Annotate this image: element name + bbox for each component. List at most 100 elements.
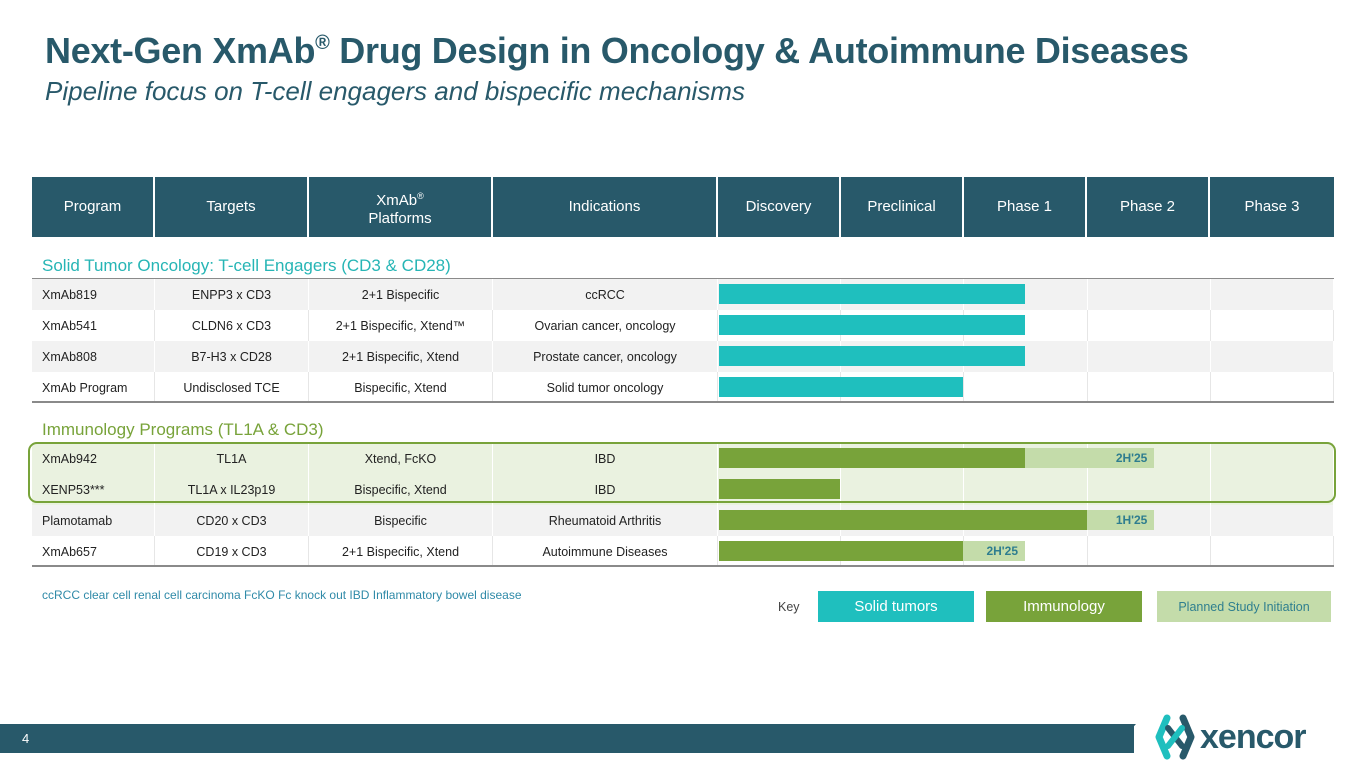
cell-platform: 2+1 Bispecific, Xtend (309, 536, 493, 567)
header-program: Program (32, 177, 155, 237)
stage-cell (841, 372, 965, 403)
cell-targets: CD19 x CD3 (155, 536, 309, 567)
header-targets: Targets (155, 177, 309, 237)
logo-text: xencor (1200, 717, 1306, 756)
cell-program: XmAb Program (32, 372, 155, 403)
cell-program: XmAb819 (32, 279, 155, 310)
cell-platform: 2+1 Bispecific (309, 279, 493, 310)
cell-targets: Undisclosed TCE (155, 372, 309, 403)
footer-bar (0, 724, 1134, 753)
header-platforms: XmAb®Platforms (309, 177, 493, 237)
stage-cell (1088, 474, 1211, 505)
cell-indication: ccRCC (493, 279, 718, 310)
key-immunology: Immunology (986, 591, 1142, 622)
stage-cell (1211, 372, 1334, 403)
xencor-x-icon (1155, 714, 1195, 760)
stage-cell (1088, 443, 1211, 474)
progress-bar (719, 377, 964, 397)
stage-cell (964, 279, 1088, 310)
stage-cell (841, 474, 965, 505)
stage-cell (964, 536, 1088, 567)
cell-indication: Solid tumor oncology (493, 372, 718, 403)
cell-program: XmAb657 (32, 536, 155, 567)
stage-cell (1088, 279, 1211, 310)
section-immunology-label: Immunology Programs (TL1A & CD3) (42, 420, 324, 439)
page-title: Next-Gen XmAb® Drug Design in Oncology &… (45, 30, 1189, 71)
page-subtitle: Pipeline focus on T-cell engagers and bi… (45, 76, 745, 106)
key-planned-study: Planned Study Initiation (1157, 591, 1331, 622)
header-phase3: Phase 3 (1244, 198, 1300, 215)
header-phase2: Phase 2 (1087, 177, 1210, 237)
cell-targets: TL1A x IL23p19 (155, 474, 309, 505)
stage-cell (964, 372, 1088, 403)
footer-bar-tip (1110, 724, 1136, 753)
stage-cell (1088, 372, 1211, 403)
section-divider (32, 401, 1334, 403)
cell-targets: ENPP3 x CD3 (155, 279, 309, 310)
cell-platform: Bispecific, Xtend (309, 474, 493, 505)
cell-targets: CLDN6 x CD3 (155, 310, 309, 341)
planned-study-label: 1H'25 (1115, 513, 1148, 527)
cell-indication: IBD (493, 443, 718, 474)
stage-cell (1088, 341, 1211, 372)
header-preclinical: Preclinical (841, 177, 964, 237)
planned-study-label: 2H'25 (1115, 451, 1148, 465)
key-solid-tumors: Solid tumors (818, 591, 974, 622)
cell-platform: Xtend, FcKO (309, 443, 493, 474)
section-oncology-label: Solid Tumor Oncology: T-cell Engagers (C… (42, 256, 451, 275)
stage-cell (1211, 279, 1334, 310)
cell-targets: TL1A (155, 443, 309, 474)
stage-cell (1211, 536, 1334, 567)
cell-targets: CD20 x CD3 (155, 505, 309, 536)
footnote: ccRCC clear cell renal cell carcinoma Fc… (42, 588, 522, 602)
cell-program: XmAb942 (32, 443, 155, 474)
stage-cell (1088, 310, 1211, 341)
cell-platform: 2+1 Bispecific, Xtend (309, 341, 493, 372)
progress-bar (719, 541, 964, 561)
cell-platform: Bispecific (309, 505, 493, 536)
cell-indication: Rheumatoid Arthritis (493, 505, 718, 536)
cell-indication: Autoimmune Diseases (493, 536, 718, 567)
stage-cell (718, 474, 842, 505)
cell-platform: 2+1 Bispecific, Xtend™ (309, 310, 493, 341)
stage-cell (1088, 505, 1211, 536)
header-indications: Indications (493, 177, 718, 237)
progress-bar (719, 315, 1025, 335)
stage-cell (1211, 474, 1334, 505)
progress-bar (719, 510, 1087, 530)
highlight-outline (28, 442, 1336, 503)
stage-cell (1088, 536, 1211, 567)
stage-cell (964, 474, 1088, 505)
planned-study-label: 2H'25 (986, 544, 1018, 558)
stage-cell (964, 341, 1088, 372)
stage-cell (964, 310, 1088, 341)
stage-cell (1211, 310, 1334, 341)
progress-bar (719, 346, 1025, 366)
xencor-logo: xencor (1154, 714, 1306, 760)
progress-bar (719, 448, 1025, 468)
cell-program: Plamotamab (32, 505, 155, 536)
cell-indication: IBD (493, 474, 718, 505)
header-discovery: Discovery (718, 177, 841, 237)
stage-cell (1211, 505, 1334, 536)
key-label: Key (778, 600, 800, 614)
page-number: 4 (22, 731, 30, 746)
header-phase1: Phase 1 (964, 177, 1087, 237)
stage-cell (1211, 341, 1334, 372)
progress-bar (719, 284, 1025, 304)
cell-program: XENP53*** (32, 474, 155, 505)
cell-indication: Prostate cancer, oncology (493, 341, 718, 372)
cell-platform: Bispecific, Xtend (309, 372, 493, 403)
table-header: Program Targets XmAb®Platforms Indicatio… (32, 177, 1334, 237)
cell-program: XmAb808 (32, 341, 155, 372)
cell-targets: B7-H3 x CD28 (155, 341, 309, 372)
progress-bar (719, 479, 841, 499)
stage-cell (1211, 443, 1334, 474)
